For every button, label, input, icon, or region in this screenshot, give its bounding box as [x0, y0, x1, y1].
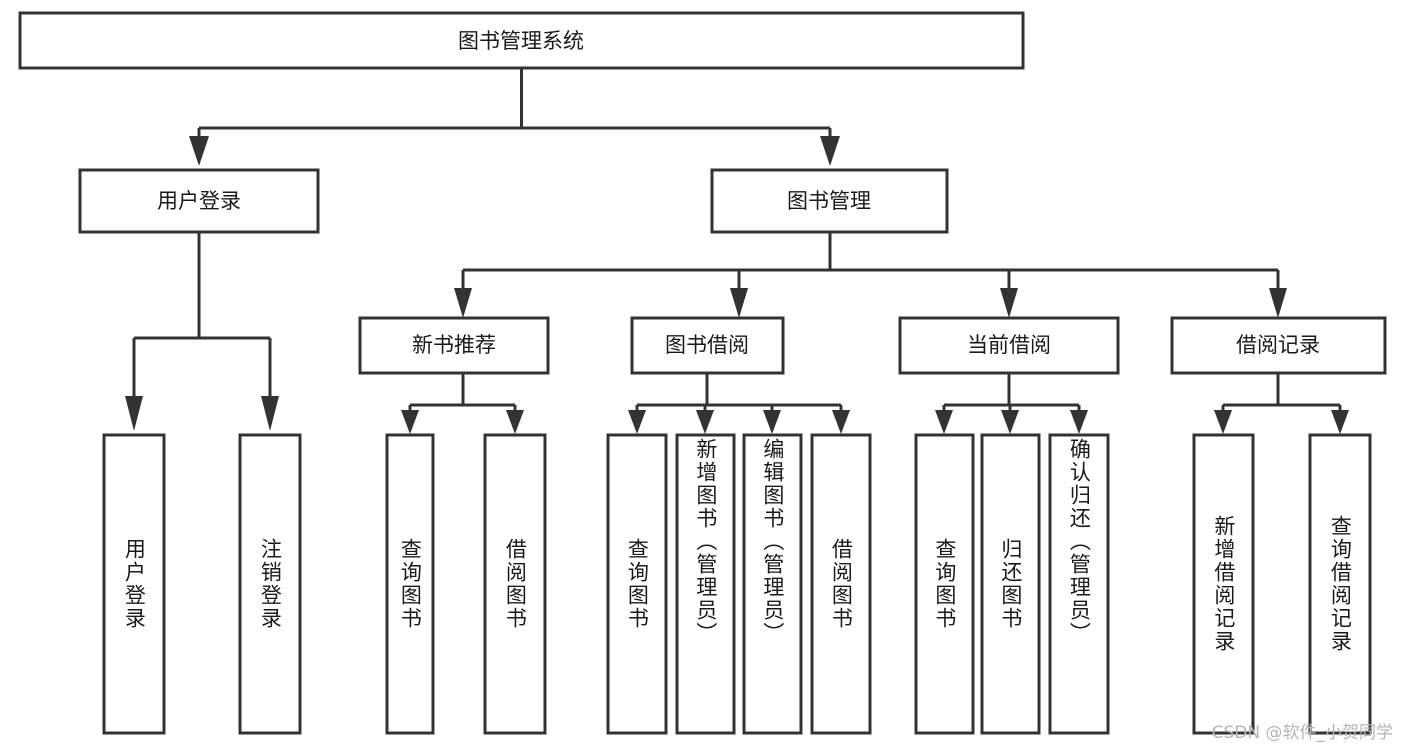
node-user-login-label: 用户登录 — [157, 189, 241, 213]
arrow-nb-leaf-2 — [506, 410, 524, 434]
node-leaf-user-login-box[interactable] — [102, 433, 166, 735]
arrow-br-leaf-2 — [1331, 410, 1349, 434]
arrow-cb-leaf-3 — [1070, 410, 1088, 434]
node-leaf-query-record-box[interactable] — [1308, 433, 1372, 735]
node-current-borrow-label: 当前借阅 — [967, 333, 1051, 357]
node-book-management[interactable]: 图书管理 — [710, 168, 949, 234]
node-root-label: 图书管理系统 — [458, 29, 584, 53]
arrow-bm-to-new-book — [454, 288, 472, 318]
arrow-bb-leaf-4 — [832, 410, 850, 434]
node-root-box[interactable] — [18, 11, 1025, 70]
node-book-borrow-box[interactable] — [630, 316, 785, 375]
node-current-borrow[interactable]: 当前借阅 — [898, 316, 1120, 375]
node-borrow-record-label: 借阅记录 — [1236, 333, 1320, 357]
node-book-borrow-label: 图书借阅 — [665, 333, 749, 357]
arrow-user-login-leaf-1 — [125, 396, 143, 431]
node-leaf-query-book-2-box[interactable] — [606, 433, 668, 735]
arrow-bm-to-borrow-record — [1269, 288, 1287, 318]
arrow-nb-leaf-1 — [401, 410, 419, 434]
arrow-user-login-leaf-2 — [261, 396, 279, 431]
node-leaf-edit-book-box[interactable] — [742, 433, 803, 735]
arrow-bm-to-current-borrow — [1000, 288, 1018, 318]
arrow-bb-leaf-2 — [696, 410, 714, 434]
arrow-cb-leaf-2 — [1001, 410, 1019, 434]
arrow-cb-leaf-1 — [935, 410, 953, 434]
node-root[interactable]: 图书管理系统 — [18, 11, 1025, 70]
node-book-management-box[interactable] — [710, 168, 949, 234]
arrow-root-to-book-management — [820, 136, 840, 166]
node-book-management-label: 图书管理 — [787, 189, 871, 213]
node-leaf-query-book-3-box[interactable] — [914, 433, 975, 735]
arrow-bm-to-book-borrow — [730, 288, 748, 318]
arrow-bb-leaf-3 — [763, 410, 781, 434]
node-leaf-add-record-box[interactable] — [1192, 433, 1255, 735]
edge-layer — [125, 68, 1349, 434]
node-current-borrow-box[interactable] — [898, 316, 1120, 375]
node-user-login-box[interactable] — [78, 168, 320, 234]
node-leaf-borrow-book-2-box[interactable] — [810, 433, 872, 735]
node-new-book-recommend[interactable]: 新书推荐 — [358, 316, 550, 375]
node-leaf-add-book-box[interactable] — [675, 433, 736, 735]
arrow-root-to-user-login — [189, 136, 209, 166]
node-leaf-confirm-return-box[interactable] — [1048, 433, 1110, 735]
node-leaf-return-book-box[interactable] — [980, 433, 1041, 735]
arrow-br-leaf-1 — [1214, 410, 1232, 434]
node-borrow-record[interactable]: 借阅记录 — [1170, 316, 1387, 375]
node-user-login[interactable]: 用户登录 — [78, 168, 320, 234]
node-new-book-recommend-label: 新书推荐 — [412, 333, 496, 357]
node-leaf-borrow-book-1-box[interactable] — [483, 433, 547, 735]
node-leaf-query-book-1-box[interactable] — [385, 433, 435, 735]
node-book-borrow[interactable]: 图书借阅 — [630, 316, 785, 375]
node-leaf-user-logout-box[interactable] — [238, 433, 302, 735]
node-borrow-record-box[interactable] — [1170, 316, 1387, 375]
arrow-bb-leaf-1 — [628, 410, 646, 434]
node-new-book-recommend-box[interactable] — [358, 316, 550, 375]
